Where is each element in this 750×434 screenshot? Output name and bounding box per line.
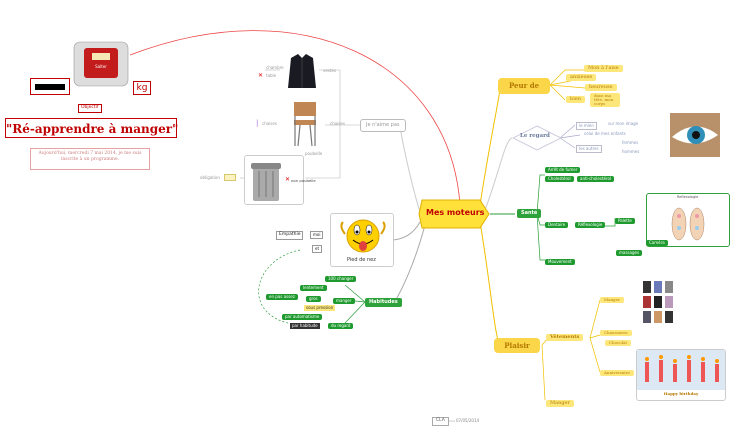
objectif-title: "Ré-apprendre à manger" — [5, 118, 178, 138]
peur-item-4[interactable]: bien — [566, 96, 585, 103]
habitude-du-regard[interactable]: du regard — [328, 323, 354, 329]
regard-node[interactable]: Le regard — [520, 133, 550, 139]
peur-item-1[interactable]: Mon à l'aise — [584, 65, 623, 72]
habitude-100-changer[interactable]: 100 changer — [325, 276, 357, 282]
clothes-collage-icon — [643, 281, 673, 323]
left-note-vestes: vestes — [323, 68, 337, 73]
jacket-image — [285, 50, 319, 90]
habitude-automatisme[interactable]: par automatisme — [282, 314, 323, 320]
chair-icon — [294, 102, 316, 147]
candles-icon — [637, 350, 725, 390]
regard-item-2[interactable]: celui de mes enfants — [584, 131, 626, 136]
peur-item-3[interactable]: heureuse — [585, 84, 617, 91]
bathroom-scale-icon: Salter — [73, 41, 129, 87]
regard-sub-3: hommes — [622, 149, 640, 154]
reflexology-title: Reflexologie — [677, 195, 699, 199]
plaisir-node[interactable]: Plaisir — [494, 338, 540, 353]
weight-scale-image: Salter — [72, 40, 130, 88]
plaisir-item-1[interactable]: Vêtements — [546, 334, 584, 341]
smiley-card: Pied de nez — [330, 213, 394, 267]
peur-sub: dans ma tête, mon corps — [590, 93, 620, 107]
left-note-chambre: chambre — [266, 65, 284, 70]
feet-diagram-icon — [671, 207, 705, 241]
objectif-badge: Objectif — [78, 104, 102, 113]
sante-item-3[interactable]: Dentaire — [545, 222, 569, 228]
je-naime-pas-node[interactable]: Je n'aime pas — [360, 119, 406, 132]
plaisir-item-2[interactable]: Manger — [546, 400, 574, 407]
trash-can-icon — [251, 163, 281, 201]
author-badge: CLA — [432, 417, 449, 426]
cake-label: Happy birthday — [663, 391, 699, 396]
jacket-icon — [288, 54, 316, 88]
plaisir-sub-1: Manger — [600, 297, 624, 303]
empathie-tag: Empathie — [276, 231, 304, 240]
cross-icon-1: ✕ — [258, 72, 264, 79]
regard-node-shape — [512, 125, 562, 151]
pipe-icon: | — [256, 119, 259, 127]
left-note-obligation: obligation — [200, 175, 220, 180]
sante-node[interactable]: Santé — [517, 209, 542, 218]
chair-image — [286, 98, 324, 150]
sante-sub-3: massages — [616, 250, 643, 256]
weight-unit: kg — [133, 81, 151, 95]
habitude-par-habitude: par habitude — [290, 323, 320, 329]
left-note-chaises-2: chaises — [330, 121, 345, 126]
pied-de-nez-label: Pied de nez — [347, 257, 376, 263]
date-label: 07/05/2014 — [456, 418, 480, 423]
sante-item-1[interactable]: Arrêt de fumer — [545, 167, 581, 173]
habitude-gros[interactable]: gros — [306, 296, 321, 302]
et-tag: et — [312, 245, 323, 253]
peur-item-2[interactable]: anxieuse — [566, 74, 597, 81]
center-node-shape — [418, 199, 490, 229]
center-node[interactable]: Mes moteurs — [426, 208, 485, 217]
left-note-chaises: chaises — [262, 121, 277, 126]
habitude-sous-pression: sous pression — [304, 305, 336, 311]
sante-sub-2: Palette — [615, 218, 635, 224]
habitude-lentement[interactable]: lentement — [300, 285, 327, 291]
trash-card: ✕ non poubelle — [244, 155, 316, 205]
habitudes-node[interactable]: Habitudes — [365, 298, 402, 307]
eye-icon — [670, 113, 720, 157]
regard-sub-2: femmes — [622, 140, 639, 145]
left-note-poubelle: poubelle — [305, 151, 323, 156]
plaisir-sub-2: Chaussures — [600, 330, 632, 336]
habitude-pas-assez[interactable]: en pas assez — [266, 294, 298, 300]
regard-item-3[interactable]: les autres — [576, 145, 602, 153]
peur-node[interactable]: Peur de — [498, 78, 550, 94]
reflexology-card: Reflexologie — [646, 193, 730, 247]
smiley-tongue-icon — [340, 219, 386, 253]
sante-item-5[interactable]: Mouvement — [545, 259, 575, 265]
regard-item-1[interactable]: le mien — [576, 122, 597, 130]
weight-value-box — [30, 78, 70, 95]
objectif-note: Aujourd'hui, mercredi 7 mai 2014, je me … — [30, 148, 150, 170]
sante-item-4[interactable]: Réflexologie — [575, 222, 606, 228]
left-note-table: table — [266, 73, 277, 78]
eye-image — [670, 113, 720, 157]
moi-tag: moi — [310, 231, 324, 239]
birthday-cake-image: Happy birthday — [636, 349, 726, 401]
manger-node[interactable]: manger — [333, 298, 355, 304]
plaisir-sub-4: Anniversaire — [600, 370, 634, 376]
weight-value-bar — [35, 84, 65, 90]
clothes-image — [640, 278, 680, 326]
regard-sub-1: sur mon image — [608, 121, 639, 126]
cross-icon-2: ✕ — [285, 176, 291, 183]
left-small-yellow-node[interactable] — [224, 174, 236, 181]
sante-sub-4: Caméra — [646, 240, 668, 246]
sante-sub-1: anti-cholestérol — [577, 176, 615, 182]
trash-note: non poubelle — [291, 178, 316, 183]
scale-brand: Salter — [95, 64, 107, 69]
plaisir-sub-3: Chocolat — [605, 340, 631, 346]
sante-item-2[interactable]: Cholestérol — [545, 176, 574, 182]
